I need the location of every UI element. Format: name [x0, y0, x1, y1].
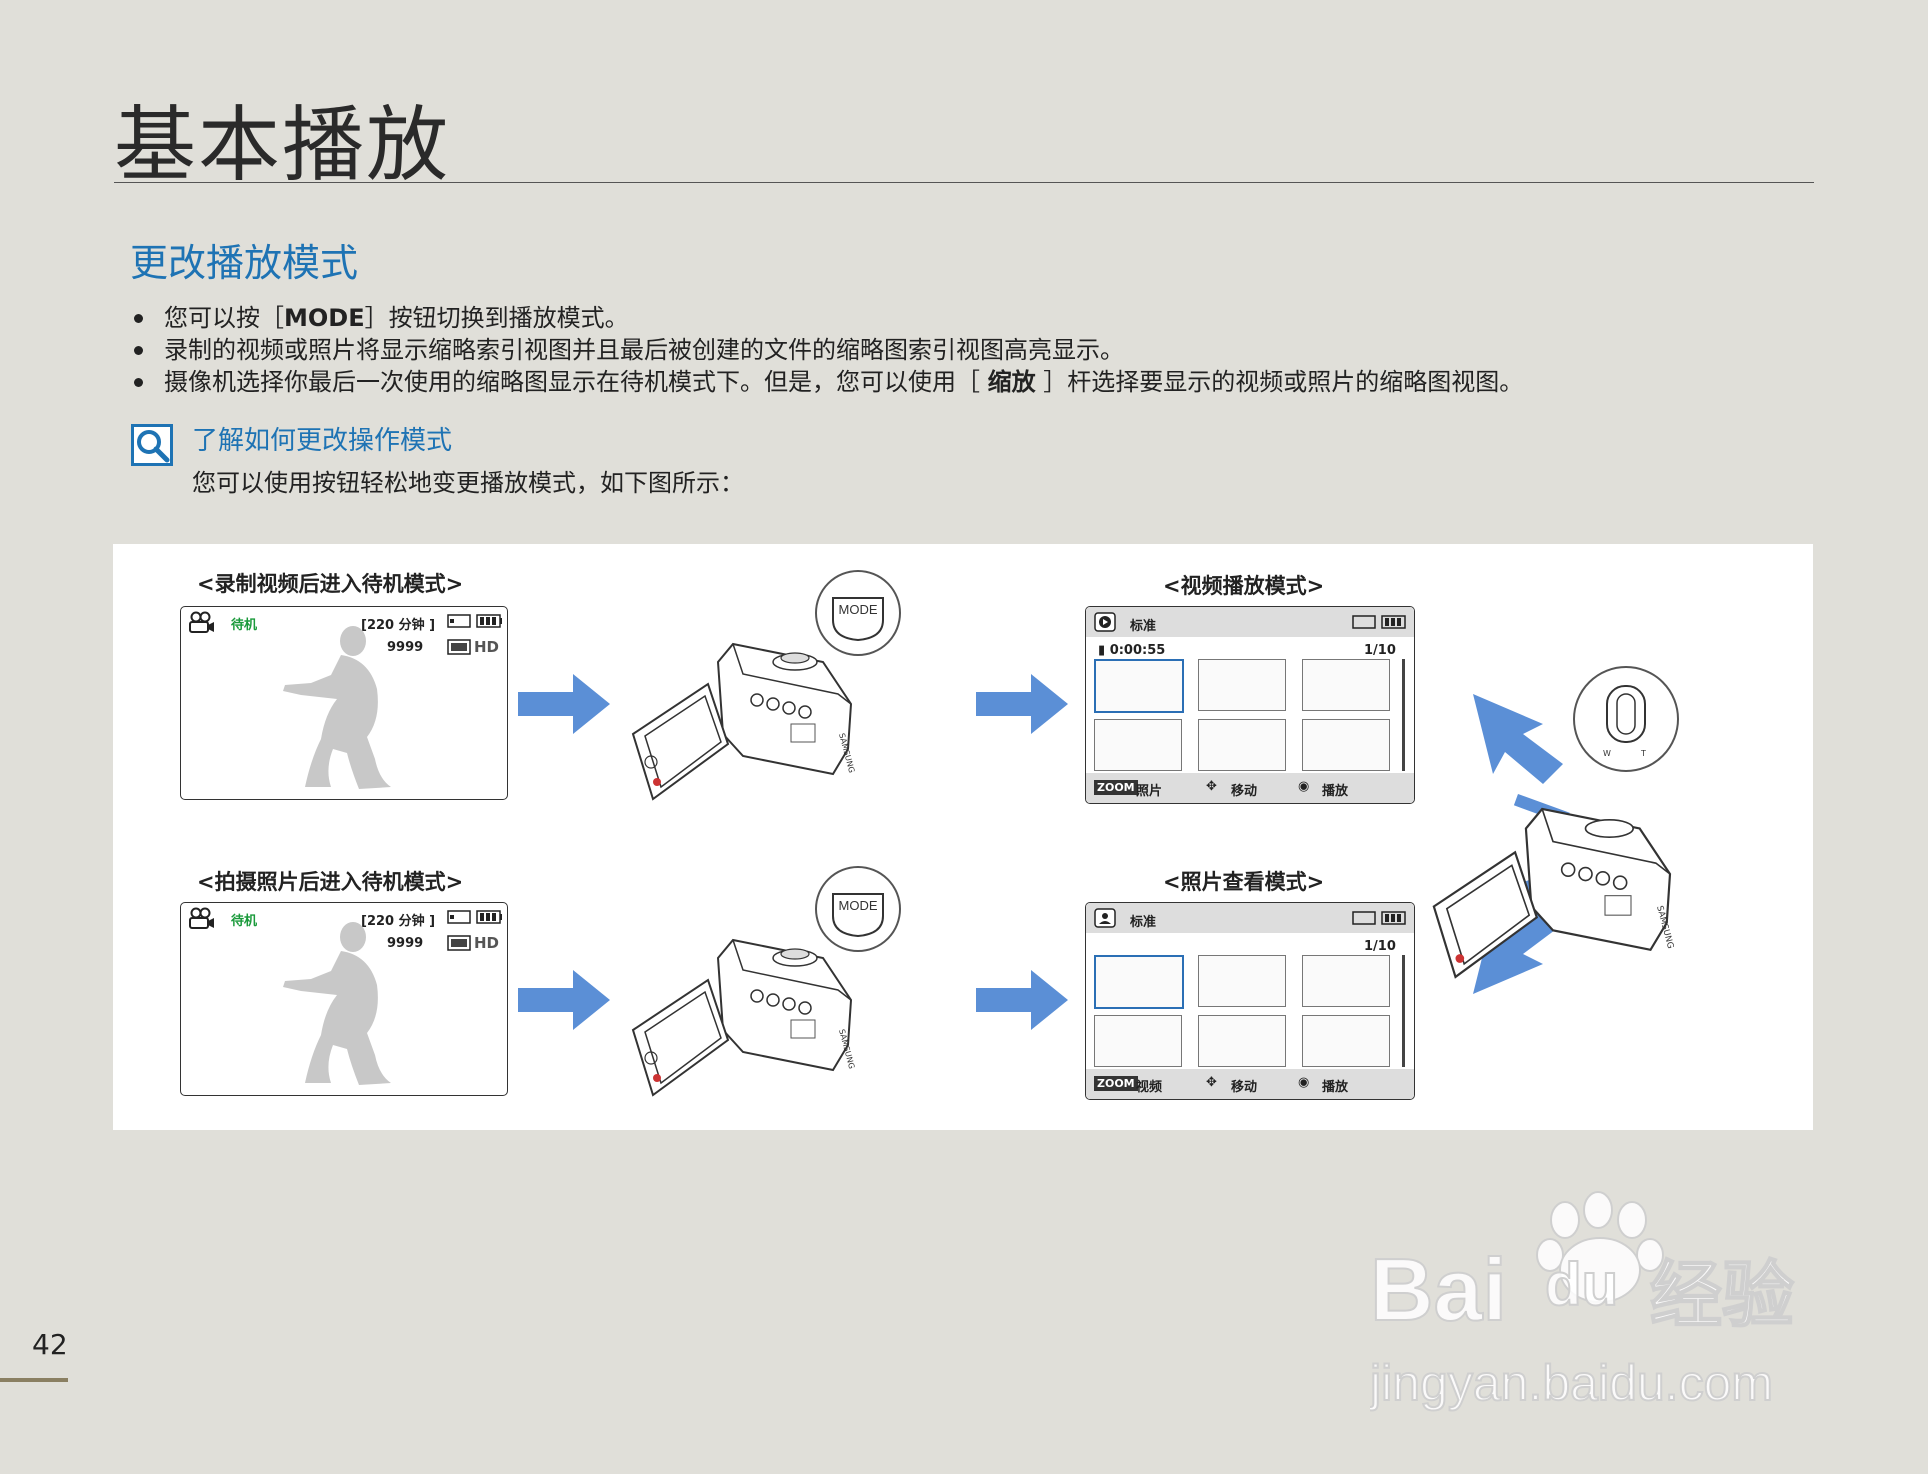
mode-button-label: MODE	[839, 602, 878, 617]
card-battery-icon	[1352, 615, 1406, 629]
ok-button-icon: ◉	[1298, 779, 1310, 794]
video-camera-icon	[189, 611, 214, 633]
remaining-time: [220 分钟 ]	[361, 914, 436, 929]
card-battery-icon	[447, 910, 502, 924]
zoom-key-label: 缩放	[987, 368, 1036, 396]
thumbnail[interactable]	[1094, 719, 1182, 771]
standby-label: 待机	[231, 914, 258, 929]
thumbnail[interactable]	[1302, 1015, 1390, 1067]
page-number: 42	[32, 1328, 68, 1361]
mode-button-label: MODE	[839, 898, 878, 913]
bullet-item: 您可以按［MODE］按钮切换到播放模式。	[130, 302, 1523, 334]
ok-button-icon: ◉	[1298, 1075, 1310, 1090]
page-number-rule	[0, 1378, 68, 1382]
bullet-list: 您可以按［MODE］按钮切换到播放模式。 录制的视频或照片将显示缩略索引视图并且…	[130, 302, 1523, 398]
elapsed-time: ▮ 0:00:55	[1098, 643, 1166, 658]
thumbnail[interactable]	[1198, 1015, 1286, 1067]
play-label: 播放	[1322, 784, 1349, 799]
tip-text: 您可以使用按钮轻松地变更播放模式，如下图所示：	[192, 469, 744, 497]
thumbnail[interactable]	[1198, 719, 1286, 771]
photo-standby-screen: 待机 [220 分钟 ] 9999 HD	[180, 902, 508, 1096]
bullet-item: 录制的视频或照片将显示缩略索引视图并且最后被创建的文件的缩略图索引视图高亮显示。	[130, 334, 1523, 366]
skater-silhouette	[283, 922, 391, 1085]
arrow-right-icon	[518, 970, 610, 1030]
watermark-url: jingyan.baidu.com	[1370, 1355, 1773, 1411]
page-index: 1/10	[1364, 939, 1396, 954]
photo-mode-icon	[1094, 908, 1116, 928]
caption-video-play: <视频播放模式>	[1163, 574, 1325, 598]
section-heading: 更改播放模式	[130, 241, 359, 285]
tip-title: 了解如何更改操作模式	[192, 426, 453, 456]
watermark-brand-right: du	[1545, 1251, 1618, 1318]
remaining-time: [220 分钟 ]	[361, 618, 436, 633]
thumbnail-selected[interactable]	[1094, 659, 1184, 713]
watermark-suffix: 经验	[1650, 1253, 1794, 1337]
play-label: 播放	[1322, 1080, 1349, 1095]
standby-label: 待机	[231, 618, 258, 633]
wide-label: W	[1603, 749, 1611, 758]
hd-badge: HD	[474, 638, 500, 656]
record-count: 9999	[387, 640, 424, 655]
thumbnail-selected[interactable]	[1094, 955, 1184, 1009]
caption-photo-view: <照片查看模式>	[1163, 870, 1325, 894]
thumbnail[interactable]	[1302, 955, 1390, 1007]
caption-video-standby: <录制视频后进入待机模式>	[197, 572, 464, 596]
video-standby-screen: 待机 [220 分钟 ] 9999 HD	[180, 606, 508, 800]
hd-badge: HD	[474, 934, 500, 952]
bullet-item: 摄像机选择你最后一次使用的缩略图显示在待机模式下。但是，您可以使用［ 缩放 ］杆…	[130, 366, 1523, 398]
magnifier-icon	[131, 424, 173, 466]
arrow-right-icon	[976, 674, 1068, 734]
video-play-screen: 标准 ▮ 0:00:55 1/10 ZOOM 照片 ✥ 移动 ◉ 播放	[1085, 606, 1415, 804]
baidu-jingyan-watermark: Bai du 经验 jingyan.baidu.com	[1370, 1191, 1795, 1412]
play-mode-icon	[1094, 612, 1116, 632]
camcorder-illustration: SAMSUNG	[631, 642, 856, 801]
record-count: 9999	[387, 936, 424, 951]
camcorder-illustration: SAMSUNG	[631, 938, 856, 1097]
photo-view-screen: 标准 1/10 ZOOM 视频 ✥ 移动 ◉ 播放	[1085, 902, 1415, 1100]
zoom-lever-callout: W T	[1573, 666, 1679, 772]
page-index: 1/10	[1364, 643, 1396, 658]
thumbnail[interactable]	[1198, 659, 1286, 711]
caption-photo-standby: <拍摄照片后进入待机模式>	[197, 870, 464, 894]
thumbnail[interactable]	[1302, 719, 1390, 771]
dpad-icon: ✥	[1206, 779, 1217, 794]
skater-silhouette	[283, 626, 391, 789]
thumbnail[interactable]	[1302, 659, 1390, 711]
thumbnail[interactable]	[1094, 1015, 1182, 1067]
mode-diagram: <录制视频后进入待机模式> <拍摄照片后进入待机模式> <视频播放模式> <照片…	[113, 544, 1813, 1130]
mode-callout: MODE	[815, 570, 901, 656]
zoom-target-label: 照片	[1136, 784, 1163, 799]
zoom-target-label: 视频	[1136, 1080, 1163, 1095]
move-label: 移动	[1231, 1080, 1258, 1095]
tele-label: T	[1640, 749, 1646, 758]
resolution-icon	[447, 935, 471, 951]
quality-label: 标准	[1130, 619, 1157, 634]
dpad-icon: ✥	[1206, 1075, 1217, 1090]
page-title: 基本播放	[114, 98, 451, 193]
zoom-badge: ZOOM	[1094, 1076, 1138, 1091]
scrollbar[interactable]	[1402, 955, 1405, 1067]
resolution-icon	[447, 639, 471, 655]
zoom-badge: ZOOM	[1094, 780, 1138, 795]
video-camera-icon	[189, 907, 214, 929]
camcorder-illustration: SAMSUNG	[1432, 807, 1675, 979]
arrow-right-icon	[518, 674, 610, 734]
scrollbar[interactable]	[1402, 659, 1405, 771]
arrow-right-icon	[976, 970, 1068, 1030]
watermark-brand-left: Bai	[1370, 1240, 1507, 1339]
card-battery-icon	[447, 614, 502, 628]
card-battery-icon	[1352, 911, 1406, 925]
mode-key-label: MODE	[284, 304, 365, 332]
mode-callout: MODE	[815, 866, 901, 952]
move-label: 移动	[1231, 784, 1258, 799]
title-divider	[114, 182, 1814, 183]
thumbnail[interactable]	[1198, 955, 1286, 1007]
quality-label: 标准	[1130, 915, 1157, 930]
